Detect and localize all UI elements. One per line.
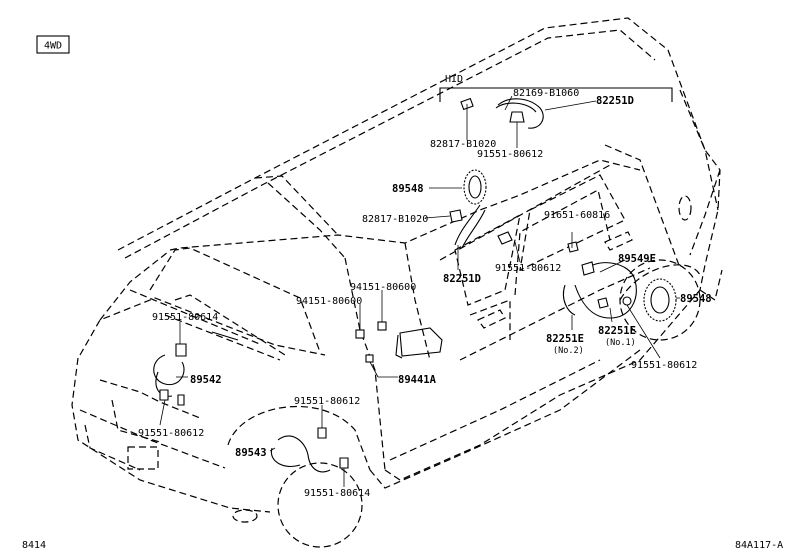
part-91551-80612-top: 91551-80612 — [477, 149, 543, 160]
part-89441a: 89441A — [398, 374, 437, 386]
sensor-89441a — [365, 354, 374, 363]
part-89543: 89543 — [235, 447, 267, 459]
part-82251e-no1: 82251E — [598, 325, 636, 337]
part-82169-b1060: 82169-B1060 — [513, 88, 579, 99]
hid-bracket — [439, 87, 673, 102]
hid-harness-top — [460, 97, 544, 129]
rear-wheel-outline — [619, 259, 701, 341]
part-94151-80600-lower: 94151-80600 — [296, 296, 362, 307]
front-right-harness — [270, 427, 349, 473]
part-89549e: 89549E — [618, 253, 656, 265]
part-91551-80612-left: 91551-80612 — [138, 428, 204, 439]
nut-lower — [355, 329, 365, 339]
plate-outline — [127, 446, 159, 470]
rotor-right-icon — [643, 278, 677, 322]
part-82251e-no2: 82251E — [546, 333, 584, 345]
part-89548-right: 89548 — [680, 293, 712, 305]
hid-label: HID — [445, 74, 463, 85]
leader-lines — [159, 95, 680, 487]
page-code: 8414 — [22, 540, 46, 551]
part-no2-note: (No.2) — [553, 346, 584, 356]
rear-sensor-harness — [562, 241, 637, 319]
part-89542: 89542 — [190, 374, 222, 386]
part-94151-80600-upper: 94151-80600 — [350, 282, 416, 293]
rotor-left-icon — [463, 169, 487, 205]
part-91551-80612-mid: 91551-80612 — [495, 263, 561, 274]
part-91551-80612-center: 91551-80612 — [294, 396, 360, 407]
bolt-right — [622, 296, 632, 306]
hid-harness-mid — [449, 204, 486, 249]
front-wheel-outline — [277, 462, 363, 548]
front-left-harness — [153, 343, 187, 406]
part-no1-note: (No.1) — [605, 338, 636, 348]
part-91551-80614-left: 91551-80614 — [152, 312, 218, 323]
figure-code: 84A117-A — [735, 540, 783, 551]
clip-mid — [497, 231, 513, 245]
part-82817-b1020-top: 82817-B1020 — [430, 139, 496, 150]
part-91651-60816: 91651-60816 — [544, 210, 610, 221]
part-89548-left: 89548 — [392, 183, 424, 195]
vehicle-outline — [71, 17, 723, 548]
part-91551-80614-bottom: 91551-80614 — [304, 488, 370, 499]
part-82817-b1020-mid: 82817-B1020 — [362, 214, 428, 225]
nut-upper — [377, 321, 387, 331]
part-82251d-mid: 82251D — [443, 273, 481, 285]
variant-label: 4WD — [44, 41, 62, 52]
part-91551-80612-right: 91551-80612 — [631, 360, 697, 371]
variant-box — [36, 35, 70, 54]
part-82251d-top: 82251D — [596, 95, 634, 107]
